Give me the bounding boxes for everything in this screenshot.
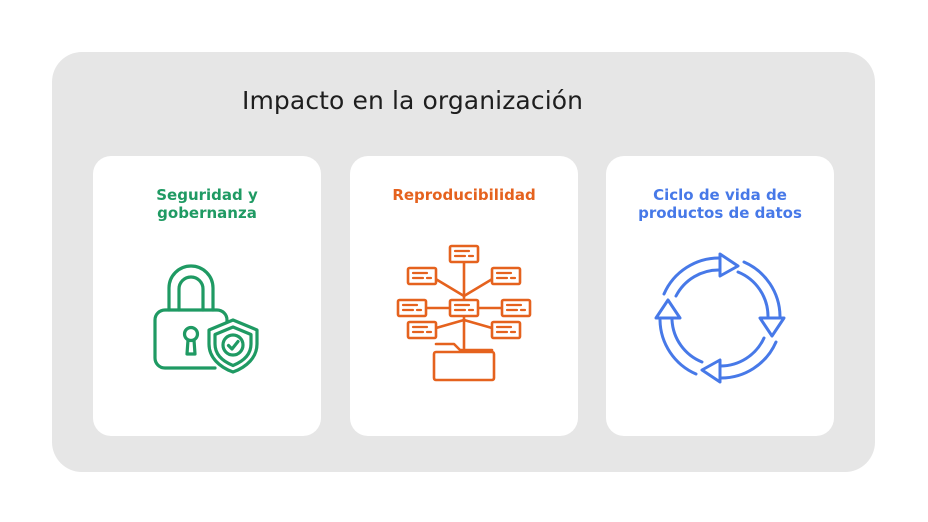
impact-panel: Impacto en la organización Seguridad y g… <box>52 52 875 472</box>
card-reproducibility: Reproducibilidad <box>350 156 578 436</box>
card-label-line: Ciclo de vida de <box>653 186 787 204</box>
card-label-line: gobernanza <box>157 204 257 222</box>
folder-tree-icon <box>396 244 532 382</box>
card-label-reproducibility: Reproducibilidad <box>350 186 578 204</box>
card-data-product-lifecycle: Ciclo de vida de productos de datos <box>606 156 834 436</box>
card-label-lifecycle: Ciclo de vida de productos de datos <box>606 186 834 222</box>
card-label-security: Seguridad y gobernanza <box>93 186 321 222</box>
panel-title: Impacto en la organización <box>242 86 584 115</box>
card-security-governance: Seguridad y gobernanza <box>93 156 321 436</box>
cycle-arrows-icon <box>654 252 786 384</box>
card-label-line: Reproducibilidad <box>392 186 536 204</box>
card-label-line: productos de datos <box>638 204 802 222</box>
card-label-line: Seguridad y <box>156 186 258 204</box>
padlock-with-shield-check-icon <box>153 264 259 374</box>
